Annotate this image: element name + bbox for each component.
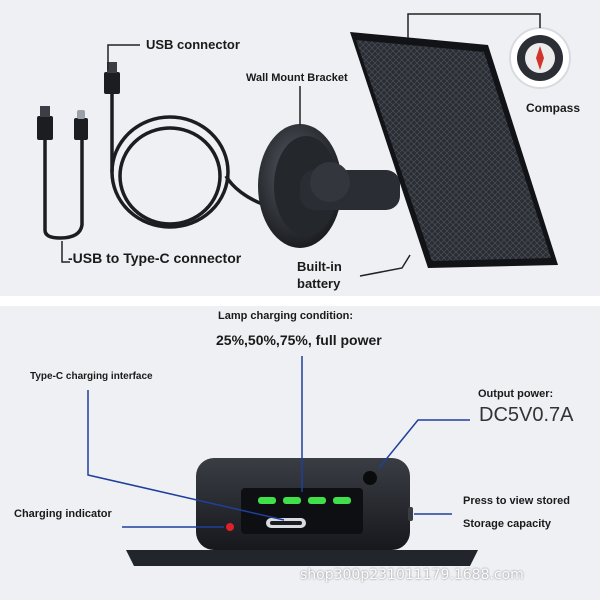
built-in-label: Built-in [297, 259, 342, 274]
bottom-leader-lines [87, 356, 470, 528]
charge-level-leds [258, 497, 351, 504]
led-75 [308, 497, 326, 504]
solar-panel [350, 32, 558, 268]
typec-plugs [37, 106, 88, 140]
lamp-condition-label: Lamp charging condition: [218, 310, 354, 322]
led-25 [258, 497, 276, 504]
usb-to-typec-label: -USB to Type-C connector [68, 250, 242, 266]
wall-mount-bracket-label: Wall Mount Bracket [246, 72, 348, 84]
side-button [408, 507, 413, 521]
led-50 [283, 497, 301, 504]
usb-plug [104, 62, 120, 94]
led-100 [333, 497, 351, 504]
panel-divider [0, 296, 600, 306]
storage-capacity-label: Storage capacity [463, 518, 552, 530]
usb-connector-label: USB connector [146, 37, 240, 52]
charging-indicator-label: Charging indicator [14, 508, 112, 520]
charging-indicator-light [226, 523, 234, 531]
press-to-view-label: Press to view stored [463, 495, 570, 507]
typec-interface-label: Type-C charging interface [30, 371, 153, 382]
lamp-levels-label: 25%,50%,75%, full power [216, 332, 382, 348]
output-power-value: DC5V0.7A [479, 404, 574, 426]
output-power-title: Output power: [478, 388, 554, 400]
watermark-text: shop300p231011179.1688.com [300, 567, 524, 583]
wall-mount-bracket-shape [258, 124, 400, 248]
top-leader-lines [61, 13, 541, 277]
compass-icon [509, 27, 571, 89]
compass-label: Compass [526, 101, 581, 115]
battery-label: battery [297, 276, 341, 291]
